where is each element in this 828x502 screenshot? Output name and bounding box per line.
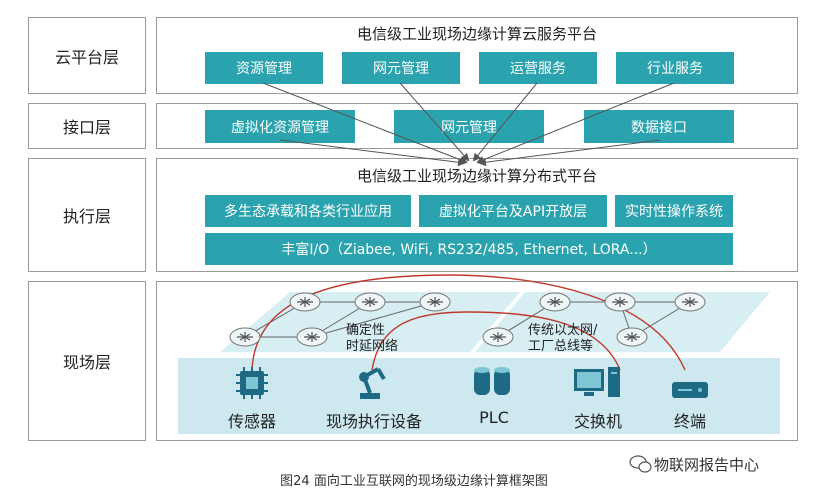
cloud-platform-panel: 电信级工业现场边缘计算云服务平台 资源管理 网元管理 运营服务 行业服务 <box>156 17 798 94</box>
cloud-platform-title: 电信级工业现场边缘计算云服务平台 <box>356 25 597 43</box>
device-label-switch: 交换机 <box>573 412 623 431</box>
interface-panel: 虚拟化资源管理 网元管理 数据接口 <box>156 103 798 149</box>
layer-label-interface: 接口层 <box>28 103 146 149</box>
connector-lines <box>262 82 675 167</box>
network-label-ethernet-line2: 工厂总线等 <box>528 339 594 354</box>
device-label-sensor: 传感器 <box>227 412 277 431</box>
network-label-deterministic-line2: 时延网络 <box>346 339 399 354</box>
device-label-terminal: 终端 <box>673 412 707 431</box>
terminal-icon <box>672 382 708 398</box>
cloud-item-operation-service: 运营服务 <box>479 52 597 84</box>
interface-item-data-interface: 数据接口 <box>584 110 734 143</box>
network-label-deterministic-line1: 确定性 <box>346 323 386 338</box>
network-label-ethernet: 传统以太网/ 工厂总线等 <box>528 323 597 355</box>
exec-item-multi-ecosystem: 多生态承载和各类行业应用 <box>205 195 411 227</box>
robot-arm-icon <box>359 367 386 399</box>
exec-item-rich-io: 丰富I/O（Ziabee, WiFi, RS232/485, Ethernet,… <box>205 233 733 265</box>
brand-name: 物联网报告中心 <box>654 456 760 474</box>
network-label-deterministic: 确定性 时延网络 <box>346 323 398 355</box>
switch-computer-icon <box>574 367 620 397</box>
cloud-item-resource-mgmt: 资源管理 <box>205 52 323 84</box>
cloud-item-industry-service: 行业服务 <box>616 52 734 84</box>
device-label-field-actuator: 现场执行设备 <box>325 412 423 431</box>
sensor-icon <box>236 367 268 399</box>
layer-label-cloud: 云平台层 <box>28 17 146 94</box>
layer-label-field: 现场层 <box>28 281 146 441</box>
connection-curves <box>251 274 686 371</box>
wechat-icon <box>629 455 652 473</box>
network-label-ethernet-line1: 传统以太网/ <box>528 323 598 338</box>
figure-caption: 图24 面向工业互联网的现场级边缘计算框架图 <box>280 474 548 489</box>
router-icons <box>229 292 706 347</box>
exec-item-realtime-os: 实时性操作系统 <box>615 195 733 227</box>
plc-icon <box>474 367 510 395</box>
execution-platform-title: 电信级工业现场边缘计算分布式平台 <box>356 167 597 185</box>
brand-watermark: 物联网报告中心 <box>654 454 759 475</box>
interface-item-virtual-resource-mgmt: 虚拟化资源管理 <box>205 110 355 143</box>
device-label-plc: PLC <box>479 408 509 427</box>
exec-item-virtualization-api: 虚拟化平台及API开放层 <box>419 195 607 227</box>
layer-label-execution: 执行层 <box>28 158 146 272</box>
cloud-item-network-element-mgmt: 网元管理 <box>342 52 460 84</box>
interface-item-network-element-mgmt: 网元管理 <box>394 110 544 143</box>
